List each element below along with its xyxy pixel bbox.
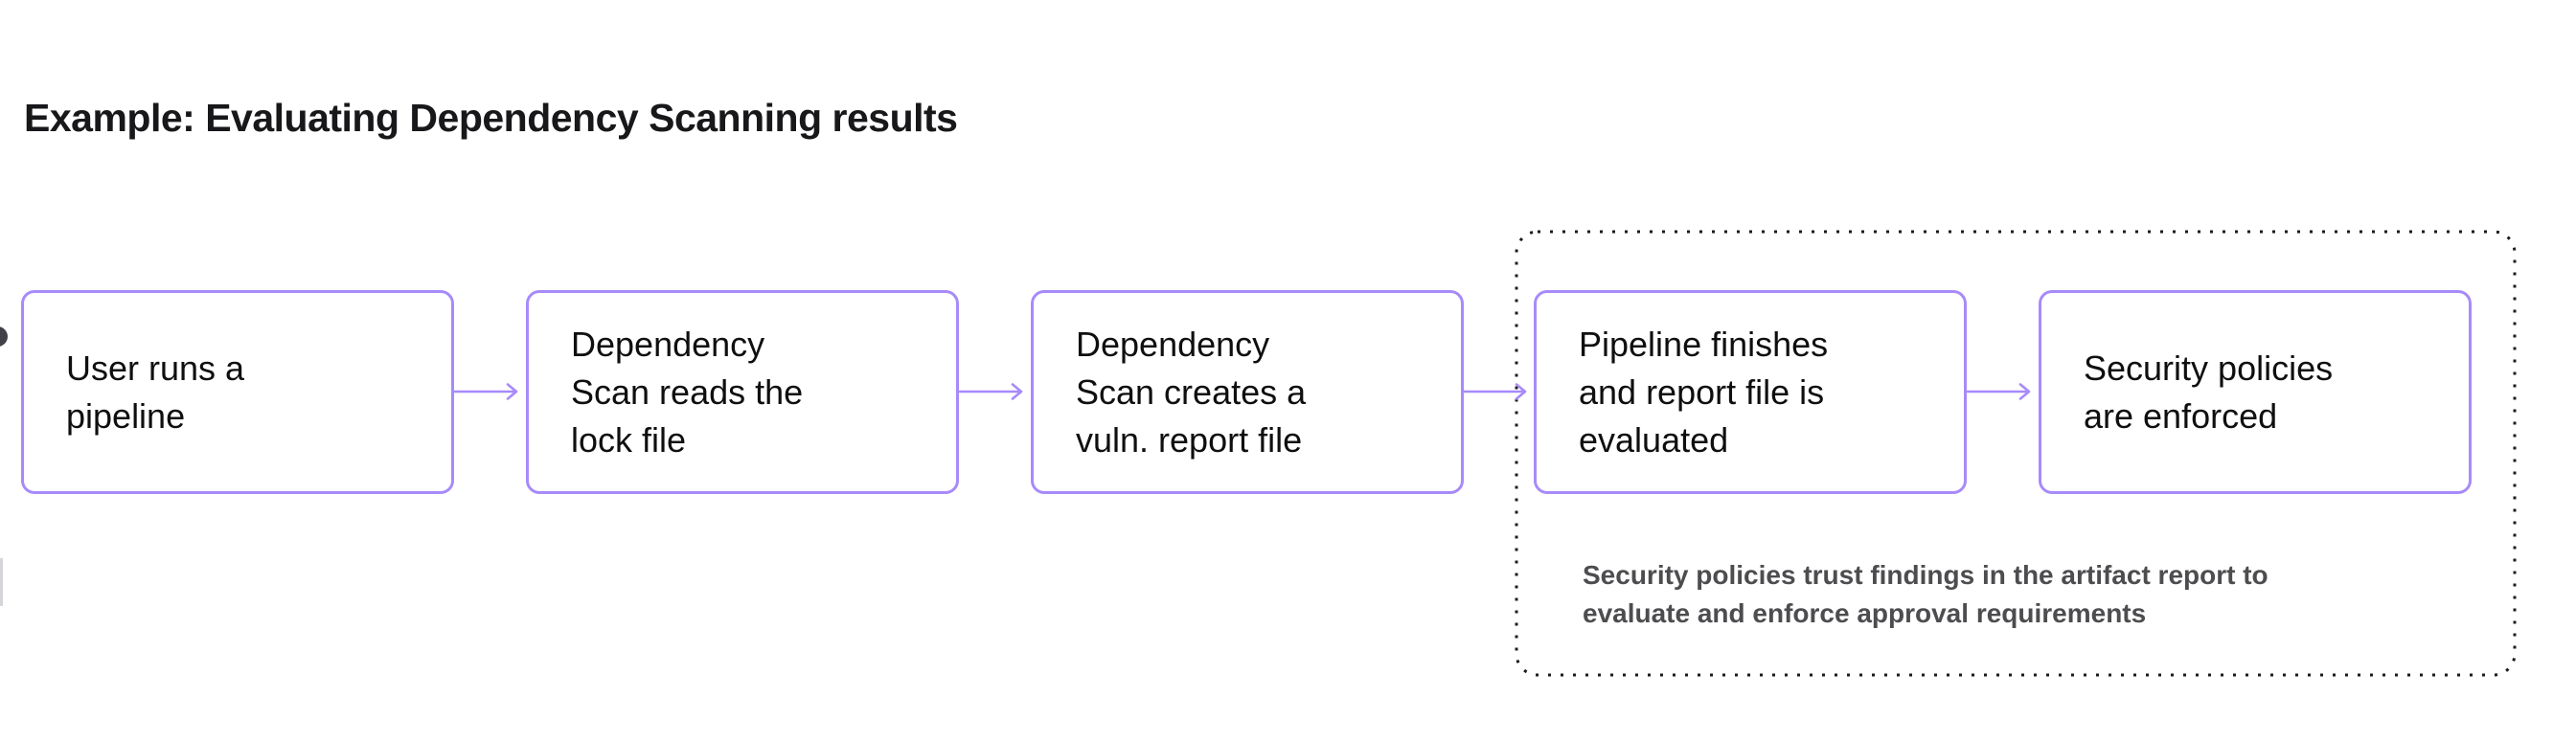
flow-arrow-icon — [959, 383, 1023, 400]
policy-trust-note: Security policies trust findings in the … — [1583, 560, 2268, 628]
flow-step-scan-creates-report: Dependency Scan creates a vuln. report f… — [1031, 290, 1464, 494]
flow-step-security-policies-enforced: Security policies are enforced — [2039, 290, 2472, 494]
flow-arrow-icon — [454, 383, 518, 400]
flow-step-label: Security policies are enforced — [2084, 348, 2334, 436]
left-edge-sliver — [0, 558, 3, 606]
flow-arrow-icon — [1463, 383, 1527, 400]
flow-step-label: User runs a pipeline — [66, 348, 245, 436]
diagram-title: Example: Evaluating Dependency Scanning … — [24, 96, 958, 140]
flow-step-label: Dependency Scan reads the lock file — [571, 324, 804, 460]
flow-step-scan-reads-lock-file: Dependency Scan reads the lock file — [526, 290, 959, 494]
flow-arrow-icon — [1967, 383, 2031, 400]
flow-step-label: Dependency Scan creates a vuln. report f… — [1076, 324, 1307, 460]
flow-step-label: Pipeline finishes and report file is eva… — [1579, 324, 1829, 460]
clipped-circle-decoration — [0, 326, 8, 347]
flow-step-user-runs-pipeline: User runs a pipeline — [21, 290, 454, 494]
flow-step-pipeline-finishes-evaluated: Pipeline finishes and report file is eva… — [1534, 290, 1967, 494]
